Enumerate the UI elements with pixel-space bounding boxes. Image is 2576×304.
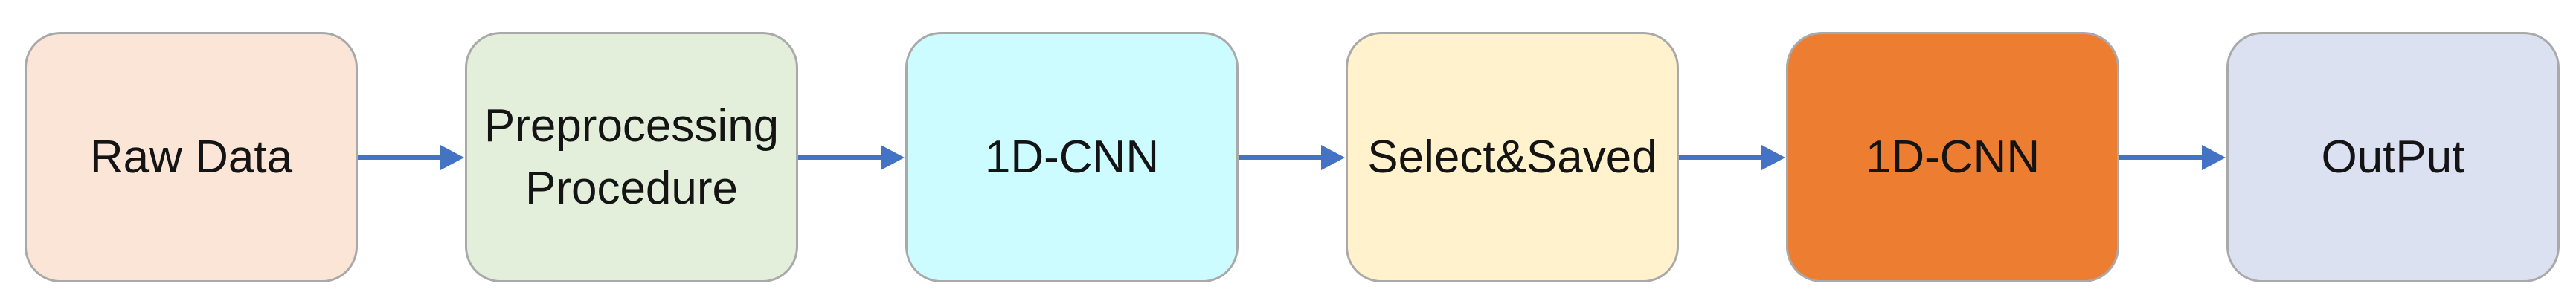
node-raw-data: Raw Data	[25, 32, 358, 282]
node-label: Preprocessing Procedure	[484, 100, 780, 214]
arrow-line	[798, 155, 881, 160]
arrow-line	[358, 155, 441, 160]
arrowhead-icon	[1761, 144, 1785, 170]
node-label: Raw Data	[89, 131, 293, 183]
arrowhead-icon	[881, 144, 905, 170]
arrowhead-icon	[1321, 144, 1345, 170]
flow-arrow-5	[2119, 32, 2226, 282]
flow-arrow-1	[358, 32, 465, 282]
node-label: 1D-CNN	[1865, 131, 2040, 183]
node-1d-cnn-first: 1D-CNN	[905, 32, 1239, 282]
arrow-line	[2119, 155, 2203, 160]
node-preprocessing-procedure: Preprocessing Procedure	[465, 32, 798, 282]
arrowhead-icon	[440, 144, 464, 170]
flow-arrow-3	[1239, 32, 1346, 282]
node-select-saved: Select&Saved	[1346, 32, 1679, 282]
node-label: Select&Saved	[1367, 131, 1657, 183]
arrowhead-icon	[2202, 144, 2226, 170]
node-1d-cnn-second: 1D-CNN	[1786, 32, 2119, 282]
node-label: OutPut	[2321, 131, 2465, 183]
arrow-line	[1679, 155, 1762, 160]
flow-arrow-4	[1679, 32, 1786, 282]
node-output: OutPut	[2226, 32, 2560, 282]
flow-arrow-2	[798, 32, 905, 282]
node-label: 1D-CNN	[984, 131, 1160, 183]
arrow-line	[1239, 155, 1322, 160]
